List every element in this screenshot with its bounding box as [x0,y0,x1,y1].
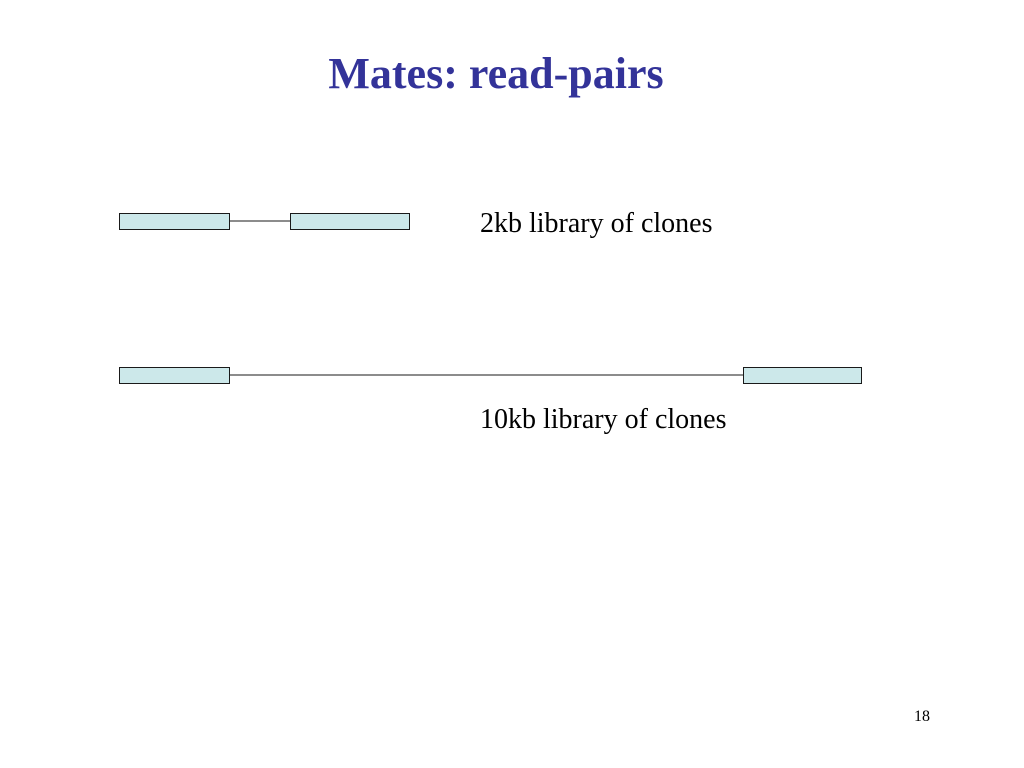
label-2kb-library: 2kb library of clones [480,208,713,239]
page-number: 18 [914,708,930,725]
read-right-10kb [743,367,862,384]
read-left-2kb [119,213,230,230]
slide-title: Mates: read-pairs [328,49,664,98]
pair-2kb [119,213,410,230]
pair-10kb [119,367,862,384]
read-left-10kb [119,367,230,384]
label-10kb-library: 10kb library of clones [480,404,727,435]
read-right-2kb [290,213,410,230]
